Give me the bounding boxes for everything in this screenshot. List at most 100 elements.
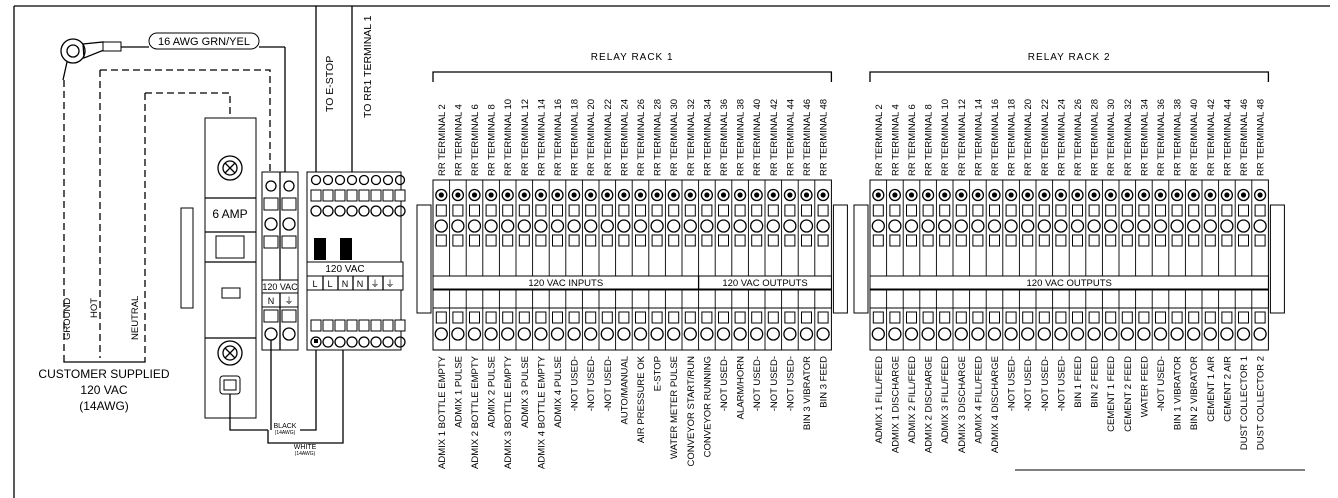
dist-slot	[394, 189, 406, 202]
rack-clamp	[600, 219, 614, 233]
rack-slot	[651, 234, 663, 247]
rack-top-label: RR TERMINAL 8	[487, 104, 498, 176]
rack-top-screw	[1137, 188, 1151, 202]
rack-slot	[801, 234, 812, 247]
rack-top-screw	[750, 188, 763, 202]
dist-slot-bottom	[370, 319, 382, 332]
rack-screw-bottom	[434, 327, 448, 341]
rack-top-screw-dot	[621, 192, 627, 198]
rack-top-label: RR TERMINAL 46	[1239, 99, 1250, 176]
rack-slot	[1238, 204, 1249, 217]
rack-slot-bottom	[535, 311, 547, 324]
rack-clamp	[987, 219, 1002, 233]
dist-screw-top	[394, 174, 406, 186]
rack-bottom-label: ADMIX 2 FILL/FEED	[907, 356, 918, 444]
rack-clamp	[766, 219, 780, 233]
rack-slot-bottom	[585, 311, 597, 324]
rack-screw-bottom	[1070, 327, 1085, 341]
label-hot: HOT	[89, 298, 100, 318]
rack-top-screw-dot	[1008, 192, 1014, 198]
rack-top-label: RR TERMINAL 36	[719, 99, 730, 176]
rack-slot	[684, 234, 696, 247]
rack-bottom-label: CEMENT 2 AIR	[1222, 356, 1233, 422]
rack-slot	[1105, 204, 1117, 217]
rack-bottom-label: WATER METER PULSE	[669, 356, 680, 459]
dist-term-label: N	[357, 279, 364, 289]
rack-slot	[1171, 204, 1183, 217]
dist-slot	[334, 189, 346, 202]
rack-top-label: RR TERMINAL 14	[536, 99, 547, 176]
small-block-label: 120 VAC	[262, 282, 298, 292]
rack-top-screw	[955, 188, 968, 202]
rack-slot-bottom	[1221, 311, 1233, 324]
rack-top-label: RR TERMINAL 42	[1206, 99, 1217, 176]
dist-screw-top	[322, 174, 334, 186]
rack-clamp	[633, 219, 648, 233]
rack-slot	[1204, 204, 1216, 217]
rack-title: RELAY RACK 2	[1028, 52, 1111, 63]
rack-bottom-label: CEMENT 1 AIR	[1206, 356, 1217, 422]
rack-slot	[469, 234, 480, 247]
rack-screw-bottom	[633, 327, 648, 341]
rack-top-screw-dot	[737, 192, 743, 198]
rack-slot	[1155, 234, 1166, 247]
rack-slot-bottom	[1055, 311, 1067, 324]
rack-top-screw-dot	[1108, 192, 1114, 198]
rack-clamp	[1187, 219, 1201, 233]
rack-top-screw	[1071, 188, 1084, 202]
rack-top-screw	[872, 188, 885, 202]
rack-clamp	[799, 219, 814, 233]
rack-top-screw-dot	[1141, 192, 1147, 198]
rack-top-screw	[888, 188, 902, 202]
rack-top-screw-dot	[1207, 192, 1213, 198]
label-white: WHITE	[294, 444, 317, 451]
dist-screw-top	[346, 174, 358, 186]
rack-bottom-label: BIN 1 FEED	[1073, 356, 1084, 408]
rack-slot	[1221, 204, 1233, 217]
rack-top-label: RR TERMINAL 28	[653, 99, 664, 176]
rack-top-screw-dot	[1157, 192, 1164, 198]
rack-top-screw-dot	[875, 192, 881, 198]
rack-top-screw	[1121, 188, 1134, 202]
rack-top-screw	[800, 188, 813, 202]
rack-slot-bottom	[601, 311, 613, 324]
label-to-estop: TO E-STOP	[324, 56, 336, 112]
rack-top-screw-dot	[687, 192, 693, 198]
rack-slot	[922, 204, 934, 217]
rack-screw-bottom	[750, 327, 764, 341]
rack-title: RELAY RACK 1	[591, 52, 674, 63]
rack-slot-bottom	[1204, 311, 1216, 324]
rack-slot	[718, 234, 729, 247]
rack-inputs-label: 120 VAC INPUTS	[528, 278, 603, 289]
rack-slot	[535, 204, 547, 217]
rack-slot-bottom	[668, 311, 680, 324]
rack-slot	[989, 234, 1000, 247]
rack-slot	[1155, 204, 1166, 217]
rack-bracket	[432, 71, 833, 82]
rack-clamp	[534, 219, 548, 233]
rack-bottom-label: CONVEYOR START/RUN	[686, 356, 697, 467]
rack-top-label: RR TERMINAL 14	[973, 99, 984, 176]
rack-bottom-label: ADMIX 2 PULSE	[487, 356, 498, 428]
rack-screw-bottom	[1104, 327, 1118, 341]
rack-top-screw	[1104, 188, 1117, 202]
rack-slot-bottom	[972, 311, 984, 324]
rack-top-label: RR TERMINAL 34	[1139, 99, 1150, 176]
rack-screw-bottom	[484, 327, 498, 341]
rack-slot	[889, 234, 901, 247]
rack-top-label: RR TERMINAL 24	[1056, 99, 1067, 176]
rack-top-screw-dot	[637, 192, 644, 198]
rack-slot	[906, 204, 917, 217]
rack-clamp	[750, 219, 764, 233]
rack-top-label: RR TERMINAL 20	[586, 99, 597, 176]
rack-slot-bottom	[1088, 311, 1100, 324]
rack-top-screw	[650, 188, 664, 202]
rack-clamp	[1104, 219, 1118, 233]
rack-clamp	[1203, 219, 1217, 233]
rack-top-label: RR TERMINAL 38	[1173, 99, 1184, 176]
black-wire	[300, 350, 317, 431]
rack-bottom-label: ADMIX 4 FILL/FEED	[973, 356, 984, 444]
dist-clamp	[334, 205, 346, 217]
dist-screw-top	[370, 174, 382, 186]
rack-slot-bottom	[1005, 311, 1017, 324]
